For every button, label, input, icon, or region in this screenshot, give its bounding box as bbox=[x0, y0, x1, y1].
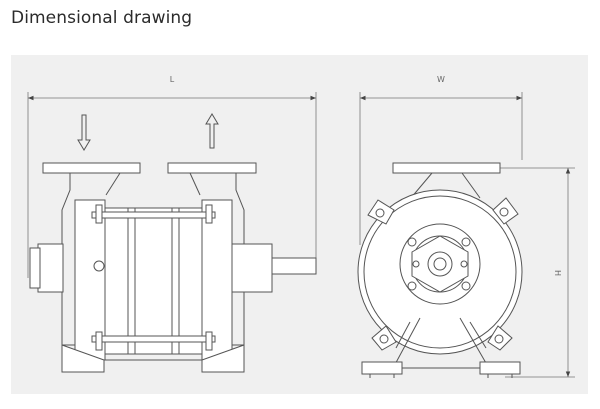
casing-lug-bottom-right bbox=[487, 325, 513, 351]
shaft bbox=[271, 257, 317, 275]
right-bearing-cover bbox=[231, 243, 273, 293]
outlet-flange bbox=[167, 162, 257, 174]
page-title: Dimensional drawing bbox=[11, 8, 193, 28]
front-outlet-flange bbox=[392, 162, 501, 174]
left-bearing-cover bbox=[37, 243, 64, 293]
tie-bolt-bottom bbox=[91, 335, 216, 343]
width-dimension: W bbox=[359, 75, 523, 245]
inlet-flange bbox=[42, 162, 141, 174]
front-right-foot bbox=[479, 361, 521, 375]
drain-plug bbox=[93, 260, 105, 272]
front-view: W H bbox=[357, 75, 575, 378]
flow-arrow-outlet bbox=[205, 113, 219, 149]
tie-bolt-top bbox=[91, 211, 216, 219]
flow-arrow-inlet bbox=[77, 114, 91, 151]
casing-lug-top-left bbox=[367, 199, 395, 225]
length-dimension: L bbox=[27, 75, 317, 278]
side-view: L bbox=[27, 75, 317, 373]
casing-lug-top-right bbox=[492, 197, 519, 225]
right-foot bbox=[201, 344, 245, 373]
pump-body bbox=[104, 207, 203, 355]
left-foot bbox=[61, 344, 105, 373]
casing-lug-bottom-left bbox=[371, 325, 397, 351]
shaft-end bbox=[427, 251, 453, 277]
height-label: H bbox=[553, 270, 562, 276]
length-label: L bbox=[170, 75, 175, 84]
height-dimension: H bbox=[500, 167, 575, 378]
width-label: W bbox=[437, 75, 445, 84]
front-left-foot bbox=[361, 361, 403, 375]
